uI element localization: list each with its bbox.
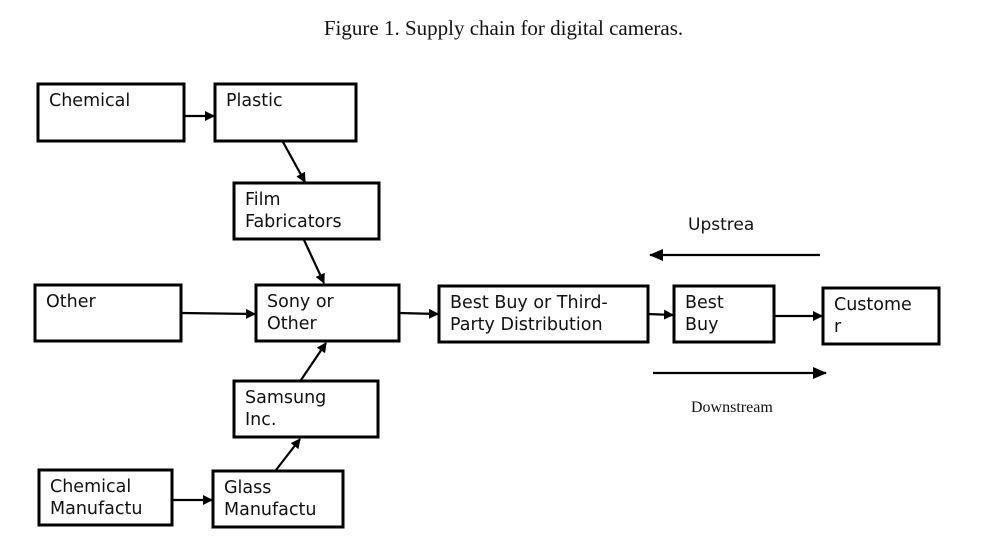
node-label: Best xyxy=(685,293,724,313)
node-plastic: Plastic xyxy=(213,82,358,143)
edge-plastic-film xyxy=(282,141,306,183)
node-other: Other xyxy=(33,283,183,343)
upstream-label: Upstrea xyxy=(688,215,754,235)
node-chemical: Chemical xyxy=(36,82,186,143)
edge-glass-samsung xyxy=(275,438,301,471)
node-box xyxy=(672,284,776,344)
upstream-indicator: Upstrea xyxy=(649,215,820,261)
node-label: Chemical xyxy=(50,477,131,497)
node-box xyxy=(33,283,183,343)
figure-caption: Figure 1. Supply chain for digital camer… xyxy=(323,16,684,40)
node-box xyxy=(254,283,401,343)
node-label: Film xyxy=(245,190,281,210)
node-label: Samsung xyxy=(245,388,326,408)
node-label: Glass xyxy=(224,478,271,498)
node-label: Plastic xyxy=(226,91,283,111)
node-label: Custome xyxy=(834,295,912,315)
node-label: Manufactu xyxy=(50,499,142,519)
node-label: Other xyxy=(267,314,317,334)
node-box xyxy=(821,286,941,346)
node-label: Party Distribution xyxy=(450,315,603,335)
node-box xyxy=(232,379,380,439)
node-label: Other xyxy=(46,292,96,312)
edge-samsung-sony xyxy=(300,342,327,381)
node-box xyxy=(37,468,174,527)
node-label: Inc. xyxy=(245,410,276,430)
node-label: Buy xyxy=(685,315,718,335)
node-box xyxy=(437,284,650,344)
node-label: Manufactu xyxy=(224,500,316,520)
node-label: r xyxy=(834,317,842,337)
node-distribution: Best Buy or Third-Party Distribution xyxy=(437,284,650,344)
edge-sony-distribution xyxy=(398,308,439,319)
downstream-label: Downstream xyxy=(691,399,773,416)
node-label: Chemical xyxy=(49,91,130,111)
node-label: Fabricators xyxy=(245,212,342,232)
edge-film-sony xyxy=(303,239,325,284)
node-label: Best Buy or Third- xyxy=(450,293,608,313)
node-box xyxy=(213,82,358,143)
node-box xyxy=(232,181,381,241)
node-box xyxy=(211,469,345,529)
node-box xyxy=(36,82,186,143)
downstream-indicator: Downstream xyxy=(653,367,827,416)
edge-other-sony xyxy=(180,308,256,319)
edge-distribution-bestbuy xyxy=(647,309,674,320)
node-label: Sony or xyxy=(267,292,335,312)
